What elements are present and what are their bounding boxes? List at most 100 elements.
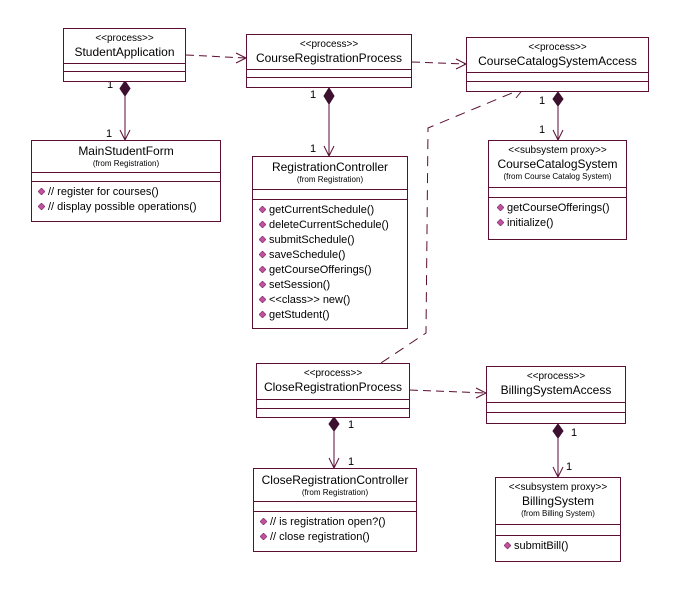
multiplicity-studentapp-whole: 1 — [107, 79, 114, 91]
attribute-compartment — [467, 72, 648, 73]
class-main-student-form[interactable]: MainStudentForm (from Registration) // r… — [31, 140, 221, 222]
operation: // is registration open?() — [260, 515, 416, 530]
attribute-compartment — [496, 524, 620, 525]
stereotype: <<subsystem proxy>> — [508, 482, 608, 493]
operation-compartment — [64, 71, 185, 72]
class-name: RegistrationController — [271, 160, 389, 174]
operation-compartment — [467, 81, 648, 82]
package-label: (from Billing System) — [521, 509, 595, 518]
operation-text: getCurrentSchedule() — [269, 204, 375, 216]
operation-text: deleteCurrentSchedule() — [269, 219, 389, 231]
operation-text: // close registration() — [270, 531, 370, 543]
class-name: CloseRegistrationController — [261, 473, 409, 487]
multiplicity-billingsystem-part: 1 — [566, 461, 573, 473]
package-label: (from Registration) — [301, 488, 369, 497]
operation-text: // is registration open?() — [270, 516, 386, 528]
dependency-closereg-to-catalogaccess — [380, 87, 525, 364]
class-close-registration-process[interactable]: <<process>> CloseRegistrationProcess — [256, 363, 410, 418]
operation-list: getCurrentSchedule() deleteCurrentSchedu… — [253, 200, 407, 323]
class-billing-system-access[interactable]: <<process>> BillingSystemAccess — [486, 366, 626, 424]
class-name: CourseCatalogSystemAccess — [478, 54, 637, 68]
operation-icon — [259, 281, 266, 288]
package-label: (from Registration) — [92, 159, 160, 168]
multiplicity-closecontroller-part: 1 — [348, 456, 355, 468]
operation-icon — [38, 203, 45, 210]
operation-list: // register for courses() // display pos… — [32, 182, 220, 215]
attribute-compartment — [64, 63, 185, 64]
composition-diamond-closereg — [328, 416, 340, 432]
operation-list: getCourseOfferings() initialize() — [489, 198, 626, 231]
composition-diamond-coursereg — [323, 87, 335, 105]
multiplicity-coursereg-whole: 1 — [310, 89, 317, 101]
operation-text: submitSchedule() — [269, 234, 355, 246]
operation-compartment — [487, 412, 625, 413]
operation: initialize() — [497, 216, 626, 231]
operation-icon — [259, 296, 266, 303]
stereotype: <<process>> — [526, 371, 586, 382]
multiplicity-billingaccess-whole: 1 — [571, 427, 578, 439]
operation-icon — [497, 204, 504, 211]
operation-list: // is registration open?() // close regi… — [254, 512, 416, 545]
operation: getCurrentSchedule() — [259, 203, 407, 218]
composition-diamond-billingaccess — [552, 423, 564, 439]
operation-text: setSession() — [269, 279, 331, 291]
dependency-closereg-to-billingaccess — [409, 389, 487, 394]
operation-compartment: submitBill() — [496, 535, 620, 561]
operation: setSession() — [259, 278, 407, 293]
dependency-coursereg-to-catalogaccess — [411, 61, 467, 65]
operation-text: getStudent() — [269, 309, 330, 321]
class-registration-controller[interactable]: RegistrationController (from Registratio… — [252, 156, 408, 329]
operation-compartment: getCurrentSchedule() deleteCurrentSchedu… — [253, 199, 407, 328]
class-billing-system[interactable]: <<subsystem proxy>> BillingSystem (from … — [495, 477, 621, 562]
operation: <<class>> new() — [259, 293, 407, 308]
attribute-compartment — [32, 172, 220, 173]
multiplicity-catalogaccess-whole: 1 — [539, 95, 546, 107]
operation-text: // register for courses() — [48, 186, 159, 198]
operation-icon — [259, 251, 266, 258]
operation: // close registration() — [260, 530, 416, 545]
operation-icon — [259, 206, 266, 213]
class-name: MainStudentForm — [78, 144, 174, 158]
operation: getStudent() — [259, 308, 407, 323]
operation: getCourseOfferings() — [259, 263, 407, 278]
operation-compartment: getCourseOfferings() initialize() — [489, 197, 626, 239]
composition-diamond-catalogaccess — [552, 91, 564, 107]
class-course-catalog-system-access[interactable]: <<process>> CourseCatalogSystemAccess — [466, 37, 649, 92]
class-name: CloseRegistrationProcess — [263, 380, 403, 394]
operation: // register for courses() — [38, 185, 220, 200]
operation-icon — [260, 518, 267, 525]
operation-icon — [260, 533, 267, 540]
multiplicity-mainform-part: 1 — [106, 128, 113, 140]
operation: deleteCurrentSchedule() — [259, 218, 407, 233]
stereotype: <<process>> — [95, 33, 154, 44]
class-student-application[interactable]: <<process>> StudentApplication — [63, 28, 186, 82]
class-course-registration-process[interactable]: <<process>> CourseRegistrationProcess — [246, 34, 412, 88]
class-name: CourseCatalogSystem — [497, 157, 618, 171]
class-name: BillingSystemAccess — [500, 383, 612, 397]
operation-compartment — [247, 77, 411, 78]
package-label: (from Registration) — [296, 175, 364, 184]
operation-text: <<class>> new() — [269, 294, 351, 306]
operation-icon — [259, 236, 266, 243]
operation-icon — [497, 219, 504, 226]
operation: // display possible operations() — [38, 200, 220, 215]
operation: getCourseOfferings() — [497, 201, 626, 216]
class-name: CourseRegistrationProcess — [255, 51, 403, 65]
stereotype: <<process>> — [303, 368, 363, 379]
class-close-registration-controller[interactable]: CloseRegistrationController (from Regist… — [253, 468, 417, 552]
attribute-compartment — [257, 399, 409, 400]
attribute-compartment — [247, 69, 411, 70]
attribute-compartment — [489, 187, 626, 188]
operation-compartment: // register for courses() // display pos… — [32, 181, 220, 221]
attribute-compartment — [487, 402, 625, 403]
multiplicity-regcontroller-part: 1 — [310, 143, 317, 155]
stereotype: <<process>> — [528, 42, 587, 53]
attribute-compartment — [254, 501, 416, 502]
package-label: (from Course Catalog System) — [503, 172, 612, 181]
class-name: StudentApplication — [74, 45, 175, 59]
operation-icon — [504, 542, 511, 549]
class-course-catalog-system[interactable]: <<subsystem proxy>> CourseCatalogSystem … — [488, 140, 627, 240]
stereotype: <<process>> — [299, 39, 359, 50]
composition-diamond-studentapp — [119, 80, 131, 97]
operation-compartment — [257, 408, 409, 409]
